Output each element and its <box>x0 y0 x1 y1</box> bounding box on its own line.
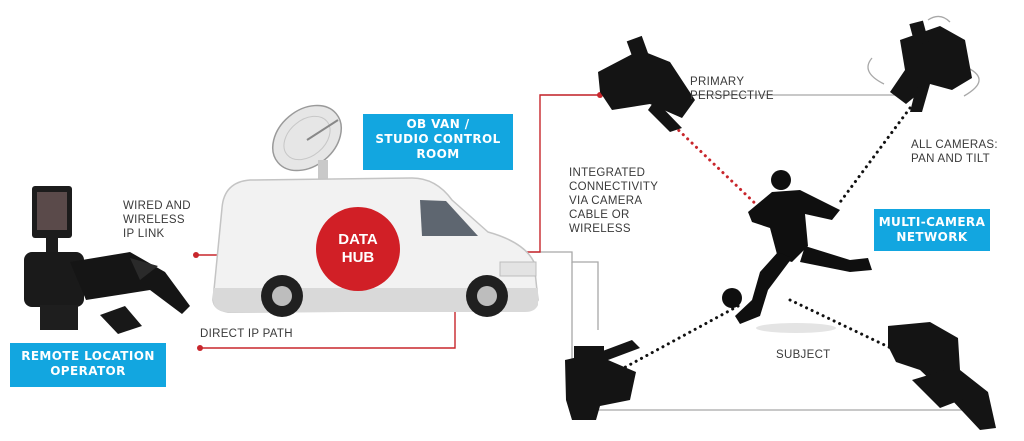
multi-camera-label: MULTI-CAMERA NETWORK <box>874 209 990 251</box>
camera-subject-links <box>618 106 912 372</box>
integrated-connectivity-label: INTEGRATED CONNECTIVITY VIA CAMERA CABLE… <box>569 167 659 235</box>
rotate-arrows-icon <box>867 15 980 97</box>
satellite-dish-icon <box>272 104 342 185</box>
player-silhouette-icon <box>735 170 872 324</box>
primary-perspective-label: PRIMARY PERSPECTIVE <box>690 76 774 102</box>
pro-camera-icon <box>888 322 996 430</box>
subject-shadow <box>756 323 836 333</box>
ball-icon <box>722 288 742 308</box>
direct-ip-label: DIRECT IP PATH <box>200 328 293 340</box>
data-hub: DATA HUB <box>316 207 400 291</box>
wired-link-label: WIRED AND WIRELESS IP LINK <box>123 200 191 240</box>
remote-operator-label: REMOTE LOCATION OPERATOR <box>10 343 166 387</box>
ob-van-label: OB VAN / STUDIO CONTROL ROOM <box>363 114 513 170</box>
all-cameras-label: ALL CAMERAS: PAN AND TILT <box>911 139 998 165</box>
subject-label: SUBJECT <box>776 349 831 361</box>
pro-camera-icon <box>565 340 640 420</box>
pro-camera-icon <box>598 35 695 132</box>
pro-camera-icon <box>890 20 972 112</box>
monitor-camera-rig-icon <box>24 186 190 334</box>
